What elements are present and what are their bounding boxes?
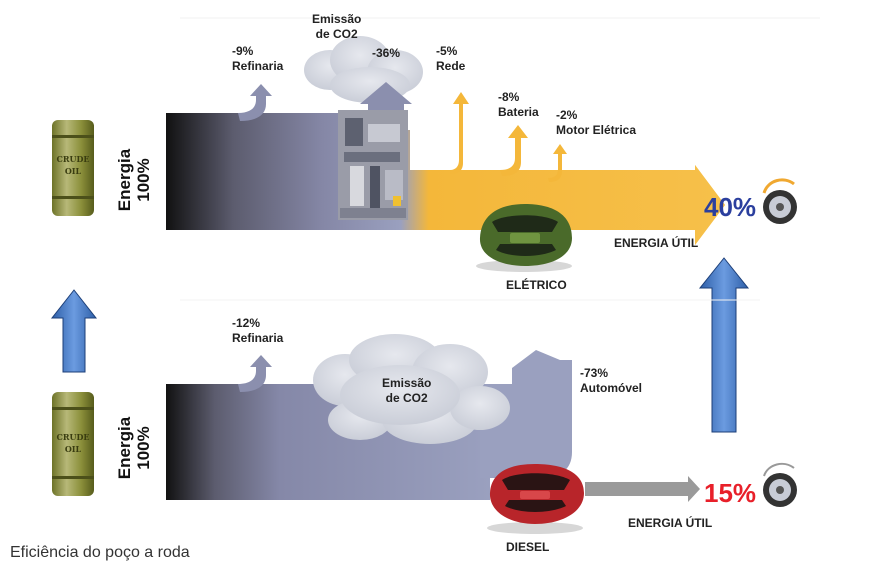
motor-loss-branch <box>548 144 567 182</box>
electric-vehicle-label: ELÉTRICO <box>506 278 567 292</box>
electric-flow <box>166 36 725 272</box>
refinery-loss-label-bottom: -12% Refinaria <box>232 316 284 345</box>
diesel-useful-arrow <box>585 476 700 502</box>
diesel-efficiency-value: 15% <box>704 478 757 508</box>
diesel-flow <box>166 334 700 534</box>
wheel-icon-top <box>762 178 797 224</box>
energy-label-bottom: Energia 100% <box>115 416 153 480</box>
crude-oil-barrel-top: CRUDE OIL <box>52 120 94 216</box>
diesel-car-image <box>487 464 584 534</box>
crude-oil-barrel-bottom: CRUDE OIL <box>52 392 94 496</box>
energy-label-top: Energia 100% <box>115 148 153 212</box>
automobile-loss-branch <box>480 350 572 478</box>
co2-cloud-top <box>304 36 423 103</box>
refinery-loss-branch-bottom <box>238 355 272 392</box>
right-blue-up-arrow <box>698 257 750 433</box>
battery-loss-label: -8% Bateria <box>498 90 539 119</box>
svg-text:OIL: OIL <box>65 444 82 454</box>
svg-text:OIL: OIL <box>65 166 82 176</box>
co2-emission-label-top: Emissão de CO2 <box>312 12 362 41</box>
grid-loss-branch <box>450 92 469 174</box>
grid-loss-label: -5% Rede <box>436 44 466 73</box>
figure-caption: Eficiência do poço a roda <box>10 544 190 561</box>
wheel-icon-bottom <box>763 462 797 507</box>
refinery-loss-branch-top <box>238 84 272 121</box>
co2-cloud-bottom <box>313 334 510 444</box>
left-blue-up-arrow <box>50 289 98 373</box>
battery-loss-branch <box>500 125 528 176</box>
co2-emission-label-bottom: Emissão de CO2 <box>382 376 432 405</box>
diesel-vehicle-label: DIESEL <box>506 540 550 554</box>
co2-loss-value-top: -36% <box>372 46 401 60</box>
svg-text:CRUDE: CRUDE <box>56 154 89 164</box>
automobile-loss-label: -73% Automóvel <box>580 366 643 395</box>
useful-energy-label-bottom: ENERGIA ÚTIL <box>628 516 713 530</box>
electric-efficiency-value: 40% <box>704 192 757 222</box>
svg-text:CRUDE: CRUDE <box>56 432 89 442</box>
useful-energy-label-top: ENERGIA ÚTIL <box>614 236 699 250</box>
refinery-loss-label-top: -9% Refinaria <box>232 44 284 73</box>
motor-loss-label: -2% Motor Elétrica <box>556 108 637 137</box>
power-plant-image <box>338 110 408 220</box>
electric-car-image <box>476 204 572 272</box>
